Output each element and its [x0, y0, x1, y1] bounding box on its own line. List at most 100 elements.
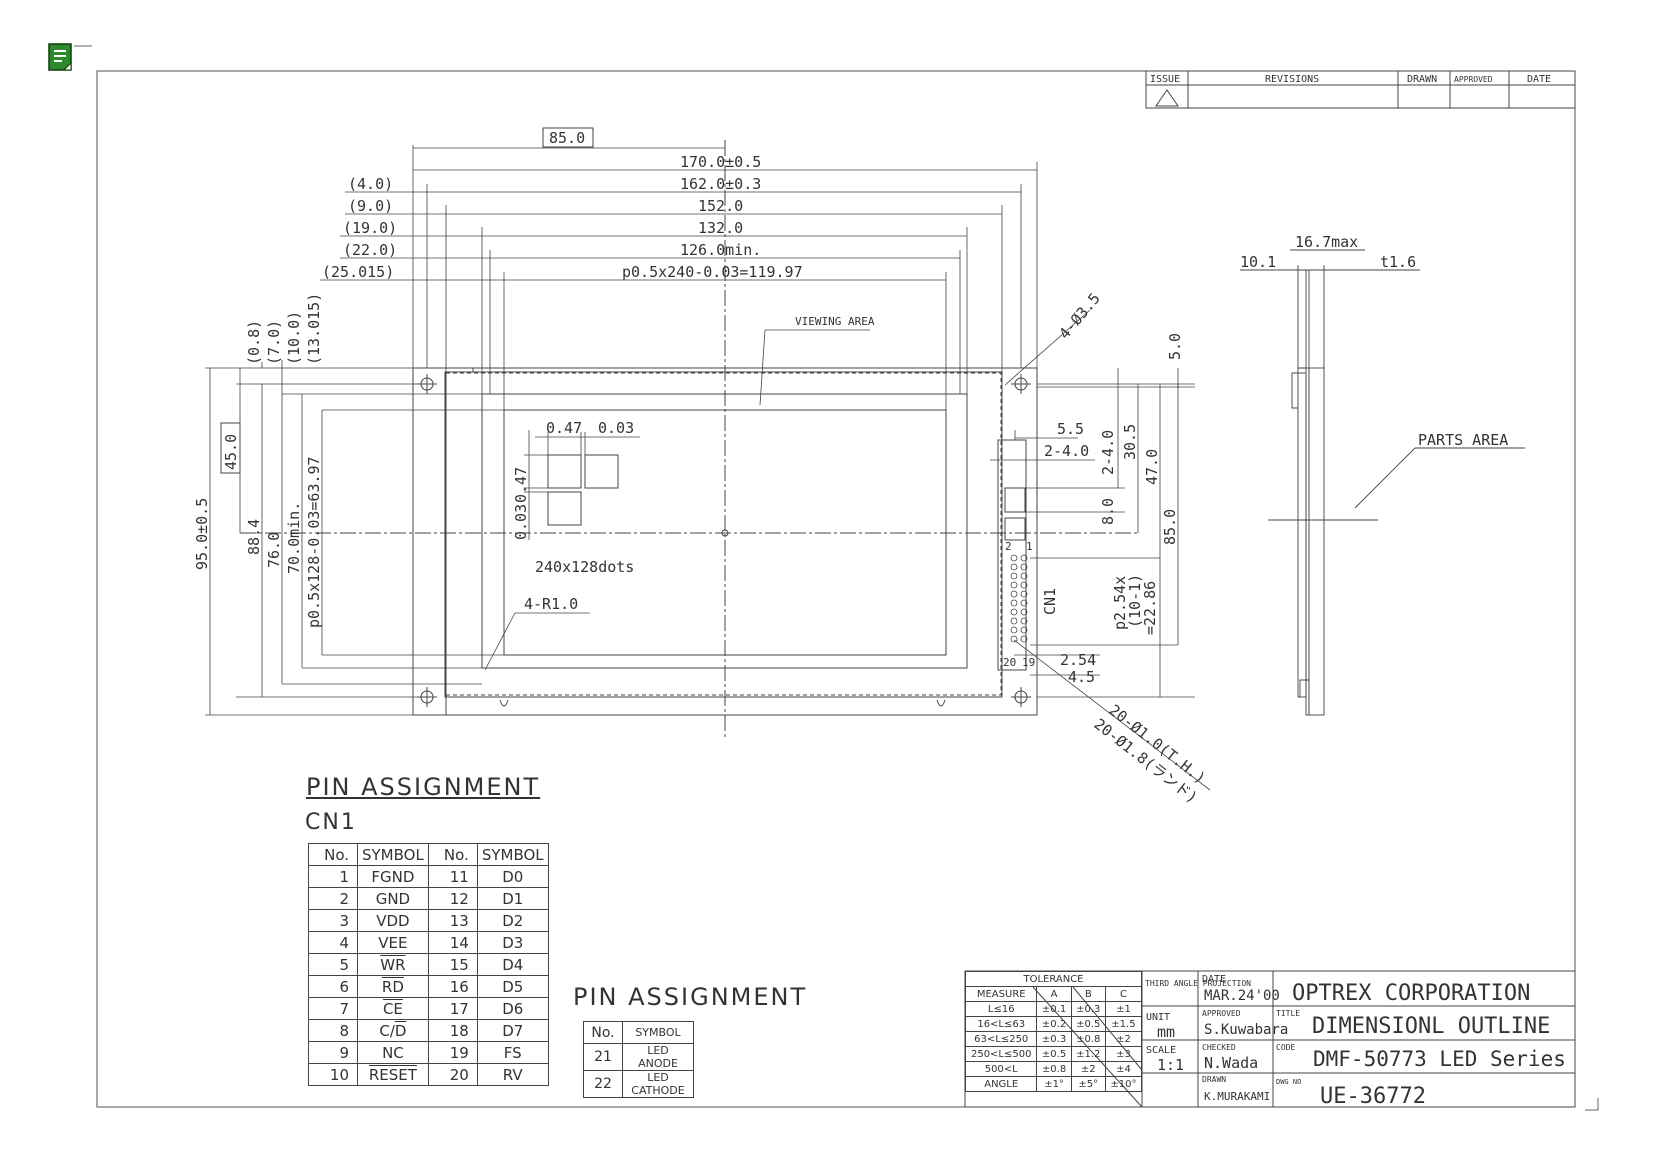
connector-pins [1010, 554, 1028, 643]
drawing-title: DIMENSIONL OUTLINE [1312, 1014, 1550, 1039]
tolerance-value: ±5° [1070, 1076, 1106, 1092]
tolerance-value: ±10° [1104, 1076, 1143, 1092]
pin-header-cell: SYMBOL [357, 843, 429, 866]
dim-0-8: (0.8) [245, 320, 263, 365]
pin-symbol: VDD [357, 909, 429, 932]
dim-r-5-5: 5.5 [1057, 420, 1084, 438]
pin-number: 13 [427, 909, 478, 932]
pin-assignment-title: PIN ASSIGNMENT [306, 773, 541, 801]
pin-symbol: D0 [476, 865, 549, 888]
pin-number: 4 [308, 931, 358, 954]
pin-symbol: VEE [357, 931, 429, 954]
pin-header-cell: No. [308, 843, 358, 866]
pin-symbol: D1 [476, 887, 549, 910]
led-pin-number: 22 [583, 1070, 623, 1098]
pin-2-label: 2 [1005, 540, 1012, 553]
dim-r-5: 5.0 [1166, 333, 1184, 360]
led-pin-assignment-title: PIN ASSIGNMENT [573, 983, 808, 1011]
led-pin-symbol: LED ANODE [622, 1043, 694, 1071]
note-icon[interactable] [48, 43, 92, 71]
pin-header-cell: No. [427, 843, 478, 866]
rev-issue: ISSUE [1150, 74, 1180, 85]
pin-number: 3 [308, 909, 358, 932]
dim-r-2-4-v: 2-4.0 [1099, 430, 1117, 475]
pin-number: 16 [427, 975, 478, 998]
table-row: 16<L≤63±0.2±0.5±1.5 [964, 1016, 1143, 1032]
pin-number: 14 [427, 931, 478, 954]
pin-number: 20 [427, 1063, 478, 1086]
tolerance-value: ±1° [1036, 1076, 1072, 1092]
rev-revisions: REVISIONS [1265, 74, 1319, 85]
side-t1-6: t1.6 [1380, 253, 1416, 271]
led-header-cell: SYMBOL [622, 1021, 694, 1044]
dim-r-85: 85.0 [1161, 509, 1179, 545]
tolerance-value: ±0.5 [1070, 1016, 1106, 1032]
dim-22: (22.0) [343, 241, 397, 259]
pin-symbol: GND [357, 887, 429, 910]
tolerance-value: ±0.8 [1036, 1061, 1072, 1077]
tolerance-value: ±3 [1104, 1046, 1143, 1062]
connector-label: CN1 [1041, 588, 1059, 615]
cn1-label: CN1 [305, 810, 357, 835]
col-a: A [1036, 986, 1072, 1002]
pin-symbol: D3 [476, 931, 549, 954]
dim-19: (19.0) [343, 219, 397, 237]
corner-radius: 4-R1.0 [524, 595, 578, 613]
dim-r-8: 8.0 [1099, 498, 1117, 525]
dim-170: 170.0±0.5 [680, 153, 761, 171]
pin-symbol: RD [357, 975, 429, 998]
dot-count: 240x128dots [535, 558, 634, 576]
dim-dot-047: 0.47 [546, 419, 582, 437]
dim-pitch: p2.54x [1111, 576, 1129, 630]
title-label: TITLE [1276, 1009, 1300, 1018]
pin-number: 1 [308, 865, 358, 888]
dim-4-5: 4.5 [1068, 668, 1095, 686]
dim-95: 95.0±0.5 [193, 498, 211, 570]
tolerance-value: ±1.5 [1104, 1016, 1143, 1032]
pin-number: 15 [427, 953, 478, 976]
led-header-cell: No. [583, 1021, 623, 1044]
pin-number: 6 [308, 975, 358, 998]
pin-symbol: FGND [357, 865, 429, 888]
table-row: 500<L±0.8±2±4 [964, 1061, 1143, 1077]
top-dimensions [320, 145, 1038, 410]
date-label: DATE [1202, 974, 1226, 985]
pin-number: 18 [427, 1019, 478, 1042]
parts-area-label: PARTS AREA [1418, 431, 1508, 449]
rev-approved: APPROVED [1454, 75, 1493, 84]
pin-symbol: CE [357, 997, 429, 1020]
pin-number: 11 [427, 865, 478, 888]
side-thickness: 16.7max [1295, 233, 1358, 251]
tolerance-measure: ANGLE [964, 1076, 1038, 1092]
dim-dot-003: 0.03 [598, 419, 634, 437]
dim-25: (25.015) [322, 263, 394, 281]
dim-r-47: 47.0 [1143, 449, 1161, 485]
dim-70: 70.0min. [285, 502, 303, 574]
tolerance-measure: L≤16 [964, 1001, 1038, 1017]
unit-label: UNIT [1146, 1012, 1170, 1023]
led-pin-number: 21 [583, 1043, 623, 1071]
pin-symbol: D5 [476, 975, 549, 998]
dim-4: (4.0) [348, 175, 393, 193]
side-view [1240, 249, 1525, 716]
rev-drawn: DRAWN [1407, 74, 1437, 85]
tolerance-value: ±0.2 [1036, 1016, 1072, 1032]
pin-symbol: D7 [476, 1019, 549, 1042]
pin-number: 10 [308, 1063, 358, 1086]
pin-symbol: NC [357, 1041, 429, 1064]
approved-label: APPROVED [1202, 1009, 1241, 1018]
dim-2-54: 2.54 [1060, 651, 1096, 669]
pin-symbol: FS [476, 1041, 549, 1064]
dim-45: 45.0 [222, 434, 240, 470]
measure-header: MEASURE [964, 986, 1038, 1002]
pin-symbol: RESET [357, 1063, 429, 1086]
tolerance-header: TOLERANCE [965, 971, 1142, 987]
col-b: B [1070, 986, 1106, 1002]
drawn-label: DRAWN [1202, 1075, 1226, 1084]
table-row: ANGLE±1°±5°±10° [964, 1076, 1143, 1092]
tolerance-value: ±0.1 [1036, 1001, 1072, 1017]
